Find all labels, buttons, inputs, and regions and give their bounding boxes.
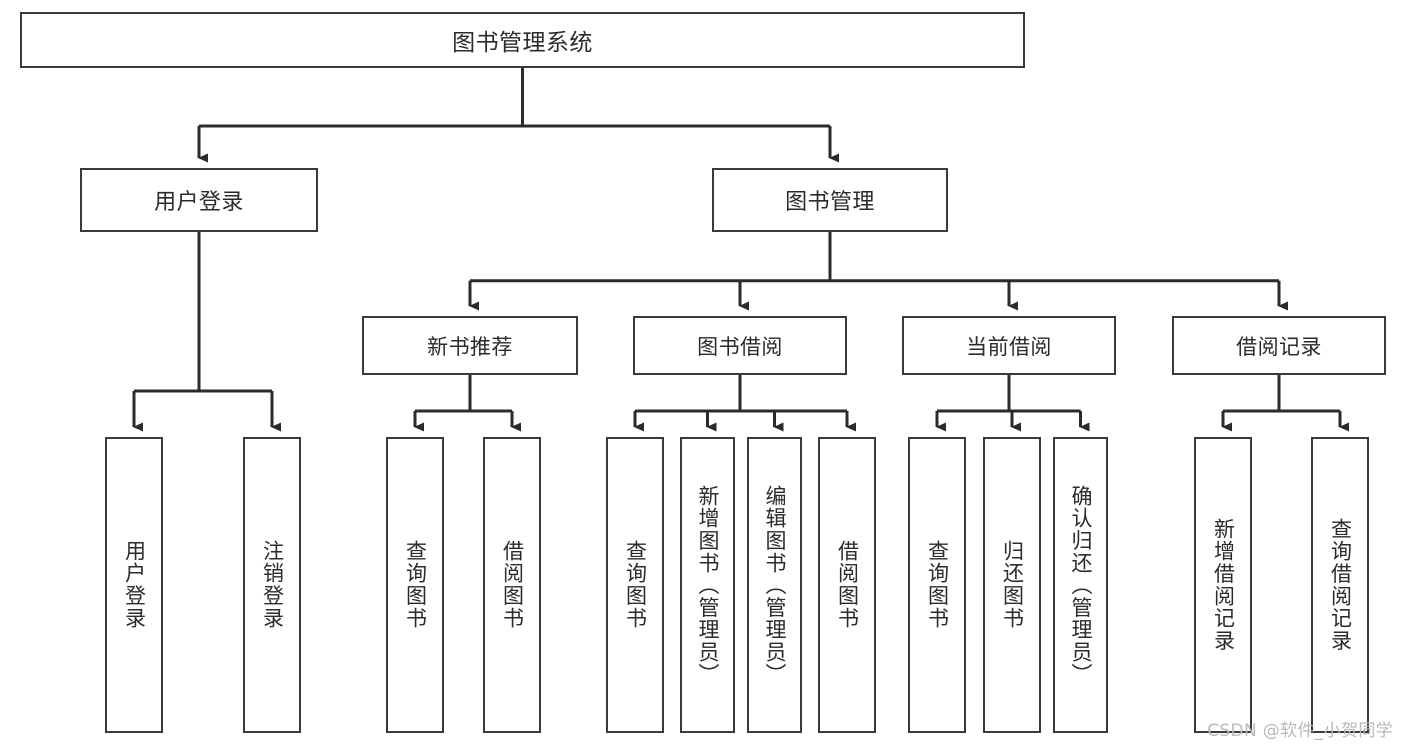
node-l13[interactable]: 查询借阅记录 [1311, 437, 1369, 733]
node-l6[interactable]: 新增图书（管理员） [680, 437, 735, 733]
node-l2[interactable]: 注销登录 [243, 437, 301, 733]
node-label: 归还图书 [1000, 540, 1025, 630]
node-label: 图书管理 [785, 190, 875, 215]
node-l12[interactable]: 新增借阅记录 [1194, 437, 1252, 733]
node-l4[interactable]: 借阅图书 [483, 437, 541, 733]
node-label: 确认归还（管理员） [1068, 484, 1093, 686]
node-label: 用户登录 [122, 540, 147, 630]
node-l5[interactable]: 查询图书 [606, 437, 664, 733]
node-bookmgmt[interactable]: 图书管理 [712, 168, 948, 232]
node-l10[interactable]: 归还图书 [983, 437, 1041, 733]
node-label: 查询借阅记录 [1328, 518, 1353, 652]
node-label: 用户登录 [154, 190, 244, 215]
node-l11[interactable]: 确认归还（管理员） [1053, 437, 1108, 733]
node-label: 图书借阅 [697, 334, 783, 359]
node-l3[interactable]: 查询图书 [386, 437, 444, 733]
node-label: 编辑图书（管理员） [762, 484, 787, 686]
node-l9[interactable]: 查询图书 [908, 437, 966, 733]
node-borrow[interactable]: 图书借阅 [633, 316, 847, 375]
node-label: 注销登录 [260, 540, 285, 630]
node-label: 图书管理系统 [452, 30, 593, 56]
node-label: 借阅图书 [835, 540, 860, 630]
node-label: 新增图书（管理员） [695, 484, 720, 686]
node-login[interactable]: 用户登录 [80, 168, 318, 232]
node-label: 当前借阅 [966, 334, 1052, 359]
node-label: 借阅图书 [500, 540, 525, 630]
node-l8[interactable]: 借阅图书 [818, 437, 876, 733]
node-label: 查询图书 [925, 540, 950, 630]
node-label: 新书推荐 [427, 334, 513, 359]
node-l7[interactable]: 编辑图书（管理员） [747, 437, 802, 733]
node-records[interactable]: 借阅记录 [1172, 316, 1386, 375]
node-label: 查询图书 [403, 540, 428, 630]
watermark: CSDN @软件_小贺同学 [1207, 721, 1393, 741]
node-current[interactable]: 当前借阅 [902, 316, 1116, 375]
node-label: 新增借阅记录 [1211, 518, 1236, 652]
node-label: 查询图书 [623, 540, 648, 630]
node-newbook[interactable]: 新书推荐 [362, 316, 578, 375]
node-root[interactable]: 图书管理系统 [20, 12, 1025, 68]
node-l1[interactable]: 用户登录 [105, 437, 163, 733]
node-label: 借阅记录 [1236, 334, 1322, 359]
